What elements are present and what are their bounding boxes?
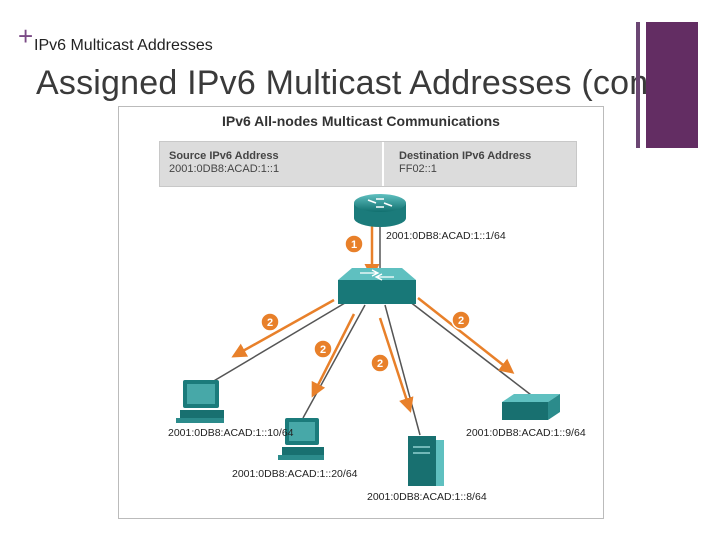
accent-bar-thin — [636, 22, 640, 148]
pc1-address: 2001:0DB8:ACAD:1::10/64 — [168, 427, 294, 439]
pc2-address: 2001:0DB8:ACAD:1::20/64 — [232, 468, 358, 480]
arrow-to-server — [378, 317, 414, 413]
source-column: Source IPv6 Address 2001:0DB8:ACAD:1::1 — [160, 142, 384, 186]
source-value: 2001:0DB8:ACAD:1::1 — [169, 163, 280, 175]
step-marker-2a: 2 — [260, 312, 280, 332]
pc1-icon — [176, 380, 224, 423]
plus-icon: + — [18, 21, 34, 51]
pc2-icon — [278, 418, 324, 460]
link-switch-server — [384, 304, 421, 436]
slide-title: Assigned IPv6 Multicast Addresses (cont.… — [36, 64, 680, 102]
destination-header: Destination IPv6 Address — [399, 150, 532, 162]
step-marker-1: 1 — [344, 234, 364, 254]
destination-value: FF02::1 — [399, 163, 437, 175]
server-address: 2001:0DB8:ACAD:1::8/64 — [367, 491, 487, 503]
router-icon — [354, 194, 406, 227]
switch-icon — [338, 268, 416, 304]
step-marker-1-text: 1 — [351, 239, 357, 251]
source-header: Source IPv6 Address — [169, 150, 279, 162]
arrow-to-pc1 — [231, 298, 335, 358]
step-markers: 1 2 2 2 2 — [260, 234, 471, 373]
step-marker-2a-text: 2 — [267, 317, 273, 329]
step-marker-2c: 2 — [370, 353, 390, 373]
link-lines — [211, 222, 536, 436]
router-address: 2001:0DB8:ACAD:1::1/64 — [386, 230, 506, 242]
arrow-to-pc2 — [311, 313, 356, 398]
link-switch-pc1 — [211, 299, 351, 383]
accent-bar-thick — [646, 22, 698, 148]
printer-icon — [502, 394, 560, 420]
destination-column: Destination IPv6 Address FF02::1 — [384, 142, 578, 186]
step-marker-2d-text: 2 — [458, 315, 464, 327]
step-marker-2b-text: 2 — [320, 344, 326, 356]
address-table: Source IPv6 Address 2001:0DB8:ACAD:1::1 … — [159, 141, 577, 187]
multicast-arrows — [231, 226, 515, 413]
step-marker-2b: 2 — [313, 339, 333, 359]
printer-address: 2001:0DB8:ACAD:1::9/64 — [466, 427, 586, 439]
slide-subtitle: IPv6 Multicast Addresses — [34, 37, 213, 54]
step-marker-2c-text: 2 — [377, 358, 383, 370]
arrow-to-printer — [417, 297, 515, 374]
step-marker-2d: 2 — [451, 310, 471, 330]
figure-title: IPv6 All-nodes Multicast Communications — [222, 113, 500, 129]
server-icon — [408, 436, 444, 486]
link-switch-printer — [404, 297, 536, 399]
link-switch-pc2 — [302, 304, 366, 419]
